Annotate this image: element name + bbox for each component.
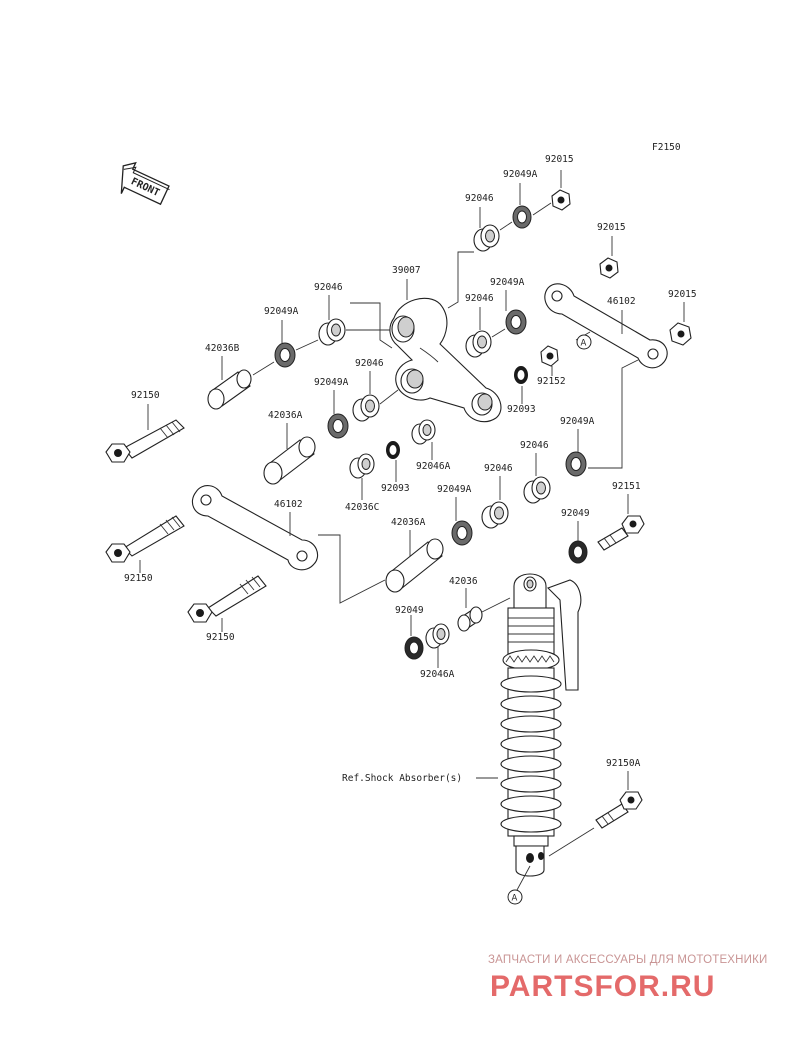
label-46102-left: 46102 — [274, 499, 303, 510]
seal-92049A-lower-right — [565, 451, 587, 477]
label-42036A-center: 42036A — [391, 517, 426, 528]
front-arrow-icon: FRONT — [120, 161, 170, 206]
label-92046-right-1: 92046 — [520, 440, 549, 451]
label-42036B: 42036B — [205, 343, 240, 354]
label-42036A-left: 42036A — [268, 410, 303, 421]
label-92046-left: 92046 — [314, 282, 343, 293]
tie-rod-46102-right — [544, 283, 668, 369]
label-92046-right-2: 92046 — [484, 463, 513, 474]
collar-42036 — [457, 606, 483, 632]
label-92093-center: 92093 — [381, 483, 410, 494]
label-92049-bottom: 92049 — [395, 605, 424, 616]
bearing-92046-middle — [352, 394, 380, 422]
seal-92049A-middle — [327, 413, 349, 439]
label-39007: 39007 — [392, 265, 421, 276]
bearing-92046A-bottom — [425, 623, 450, 649]
label-42036: 42036 — [449, 576, 478, 587]
nut-92152 — [540, 345, 559, 367]
watermark-brand: PARTSFOR.RU — [490, 970, 715, 1003]
label-92049-right: 92049 — [561, 508, 590, 519]
label-42036C: 42036C — [345, 502, 379, 513]
label-92049A-middle: 92049A — [314, 377, 349, 388]
nut-92015-right — [669, 322, 692, 346]
label-92150-1: 92150 — [131, 390, 160, 401]
seal-92049A-center — [451, 520, 473, 546]
bearing-92046-right-2 — [481, 501, 509, 529]
bolt-92150-1 — [105, 419, 185, 463]
rocker-arm-39007 — [389, 297, 502, 423]
bearing-92046-left — [318, 318, 346, 346]
label-92046A-center: 92046A — [416, 461, 451, 472]
seal-92049A-right — [505, 309, 527, 335]
label-92046-top: 92046 — [465, 193, 494, 204]
shock-absorber — [500, 573, 582, 877]
label-92015-right: 92015 — [668, 289, 697, 300]
seal-92049-right — [568, 540, 588, 564]
nut-92015-mid — [599, 257, 619, 279]
nut-92015-top — [551, 189, 571, 211]
ref-shock-absorber-label: Ref.Shock Absorber(s) — [342, 773, 462, 784]
label-92151: 92151 — [612, 481, 641, 492]
svg-text:A: A — [512, 894, 518, 904]
bearing-92046-top — [473, 224, 500, 252]
bearing-92046-right-1 — [523, 476, 551, 504]
callout-a-bottom: A — [507, 889, 523, 905]
seal-92049A-left — [274, 342, 296, 368]
bearing-92046A-center — [411, 419, 436, 445]
label-92049A-left: 92049A — [264, 306, 299, 317]
label-92150-3: 92150 — [206, 632, 235, 643]
washer-92093-right — [514, 366, 528, 384]
watermark-tagline: ЗАПЧАСТИ И АКСЕССУАРЫ ДЛЯ МОТОТЕХНИКИ — [488, 954, 768, 966]
label-92015-mid: 92015 — [597, 222, 626, 233]
label-92015-top: 92015 — [545, 154, 574, 165]
bolt-92150-3 — [187, 575, 267, 623]
seal-92049-bottom — [404, 636, 424, 660]
label-92093-right: 92093 — [507, 404, 536, 415]
seal-92049A-top — [512, 205, 532, 229]
collar-42036A-center — [385, 538, 444, 593]
washer-92093-center — [386, 441, 400, 459]
collar-42036C — [349, 453, 375, 479]
diagram-code: F2150 — [652, 142, 681, 153]
svg-text:A: A — [581, 339, 587, 349]
label-92150-2: 92150 — [124, 573, 153, 584]
bolt-92150-2 — [105, 515, 185, 563]
bolt-92151 — [597, 515, 645, 551]
label-92049A-right: 92049A — [490, 277, 525, 288]
label-92049A-center: 92049A — [437, 484, 472, 495]
label-92046-center: 92046 — [465, 293, 494, 304]
collar-42036B — [207, 369, 252, 410]
label-92049A-lower-right: 92049A — [560, 416, 595, 427]
bearing-92046-center — [465, 330, 492, 358]
tie-rod-46102-left — [191, 485, 319, 571]
label-92046-middle: 92046 — [355, 358, 384, 369]
callout-a-top: A — [576, 334, 592, 350]
bolt-92150A — [595, 791, 643, 829]
label-92152: 92152 — [537, 376, 566, 387]
label-92046A-bottom: 92046A — [420, 669, 455, 680]
label-92049A-top: 92049A — [503, 169, 538, 180]
label-92150A: 92150A — [606, 758, 641, 769]
collar-42036A-left — [263, 436, 316, 485]
label-46102-right: 46102 — [607, 296, 636, 307]
